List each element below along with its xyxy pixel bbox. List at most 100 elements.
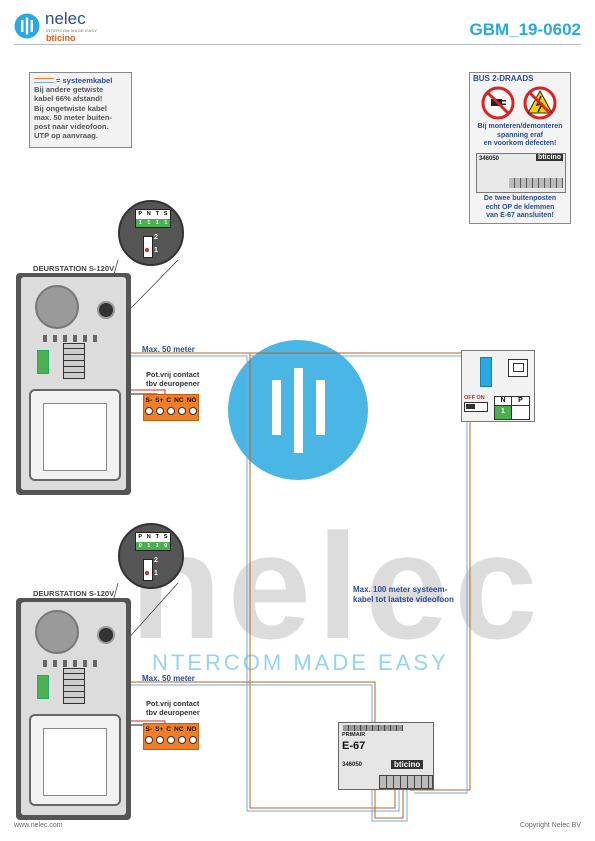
terminal-label: C — [166, 397, 172, 404]
monitor-connector — [480, 357, 492, 387]
monitor-off-on: OFF ON — [464, 395, 485, 401]
warning-icons — [481, 86, 557, 120]
screw-icon — [156, 736, 165, 744]
bus-module-model: 346050 — [479, 156, 500, 162]
cable-legend-icon — [34, 78, 54, 84]
terminal-label: S- — [145, 397, 153, 404]
note-line: Bij ongetwiste kabel — [34, 103, 108, 113]
brand-logo: nelec INTERCOM MADE EASY bticino — [14, 9, 124, 45]
jumper-dot-icon — [145, 571, 149, 575]
monitor-switch-icon — [464, 402, 488, 412]
contact-terminal-bottom: S- S+ C NC NO — [143, 723, 199, 750]
dip-header: S — [163, 534, 168, 540]
contact-screws — [144, 404, 198, 415]
footer-copyright: Copyright Nelec BV — [519, 822, 581, 829]
screw-icon — [177, 736, 186, 744]
connector-block — [63, 668, 85, 704]
station-bottom-title: DEURSTATION S-120V — [33, 589, 115, 598]
connector-block — [63, 343, 85, 379]
note-line: max. 50 meter buiten- — [34, 112, 113, 122]
station-bottom-panel — [21, 602, 126, 815]
connector-green — [37, 350, 49, 374]
camera-icon — [97, 301, 115, 319]
bus-advice-line: van E-67 aansluiten! — [486, 212, 554, 219]
station-top-contact: Pot.vrij contact tbv deuropener — [146, 370, 200, 388]
monitor-header: N — [495, 397, 512, 406]
note-line: UTP op aanvraag. — [34, 131, 99, 141]
station-top — [16, 273, 131, 495]
dip-value: 1 — [144, 541, 153, 550]
e67-module: PRIMAIR E-67 346050 bticino — [338, 722, 434, 790]
e67-top-terminals — [343, 725, 403, 731]
contact-screws — [144, 733, 198, 744]
contact-line: tbv deuropener — [146, 707, 200, 717]
contact-terminal-labels: S- S+ C NC NO — [144, 724, 198, 733]
screw-icon — [145, 407, 154, 415]
dip-header: T — [155, 534, 159, 540]
jumper-label: 2 — [154, 557, 158, 564]
note-line: post naar videofoon. — [34, 122, 109, 132]
brand-sub: bticino — [46, 33, 76, 43]
terminal-label: S+ — [155, 726, 164, 733]
e67-bottom-terminals — [379, 775, 433, 789]
terminal-label: NO — [186, 397, 197, 404]
screw-icon — [156, 407, 165, 415]
bus-module: 346050 bticino — [476, 153, 566, 193]
dip-header: N — [146, 534, 151, 540]
jumper-pins-top — [143, 236, 153, 258]
terminal-label: NC — [174, 726, 184, 733]
e67-primary-label: PRIMAIR — [342, 732, 366, 738]
contact-line: Pot.vrij contact — [146, 699, 200, 708]
header-divider — [14, 44, 581, 45]
screw-icon — [177, 407, 186, 415]
terminal-strip — [43, 335, 103, 342]
speaker-icon — [35, 610, 79, 654]
dip-header: P — [138, 211, 143, 217]
dip-switch-bottom: P N T S 0 1 1 0 — [135, 532, 171, 551]
note-line: Bij andere getwiste — [34, 85, 104, 95]
dip-header: P — [138, 534, 143, 540]
contact-terminal-labels: S- S+ C NC NO — [144, 395, 198, 404]
dip-value: 1 — [136, 218, 145, 227]
nelec-logo-icon — [14, 13, 40, 39]
dip-header: S — [163, 211, 168, 217]
e67-model: 346050 — [342, 762, 363, 768]
cable-top-to-monitor — [82, 352, 471, 812]
bus-warning-line: en voorkom defecten! — [483, 140, 557, 147]
jumper-dot-icon — [145, 248, 149, 252]
note-legend: = systeemkabel — [34, 76, 127, 85]
note-line: kabel 66% afstand! — [34, 94, 103, 104]
brand-tagline: INTERCOM MADE EASY — [46, 28, 98, 33]
camera-icon — [97, 626, 115, 644]
bus-warning-line: spanning eraf — [497, 131, 543, 139]
cable-bottom-to-e67 — [82, 681, 408, 822]
terminal-strip — [43, 660, 103, 667]
jumper-label: 2 — [154, 234, 158, 241]
dip-value: 0 — [136, 541, 145, 550]
terminal-label: C — [166, 726, 172, 733]
doc-code: GBM_19-0602 — [469, 20, 581, 39]
brand-name: nelec — [45, 9, 86, 28]
monitor-config: N P 1 — [494, 396, 530, 420]
terminal-label: S- — [145, 726, 153, 733]
system-cable-line: Max. 100 meter systeem- — [353, 585, 448, 594]
bus-warning: Bij monteren/demonteren spanning eraf en… — [470, 123, 570, 149]
speaker-icon — [35, 285, 79, 329]
e67-brand: bticino — [391, 760, 424, 769]
monitor-unit: OFF ON N P 1 — [461, 350, 535, 422]
screw-icon — [145, 736, 154, 744]
dip-value: 1 — [161, 218, 170, 227]
bus-advice-line: echt OP de klemmen — [485, 203, 555, 211]
system-cable-line: kabel tot laatste videofoon — [353, 595, 454, 604]
monitor-value: 1 — [495, 406, 512, 419]
dip-value: 1 — [153, 218, 162, 227]
dip-value: 1 — [153, 541, 162, 550]
footer-website[interactable]: www.nelec.com — [14, 822, 63, 829]
e67-name: E-67 — [342, 740, 366, 752]
terminal-label: NC — [174, 397, 184, 404]
monitor-header: P — [512, 397, 529, 406]
bus-module-brand: bticino — [536, 154, 563, 161]
bus-warning-line: Bij monteren/demonteren — [477, 123, 563, 130]
note-legend-text: = systeemkabel — [56, 76, 113, 85]
bus-advice-line: De twee buitenposten — [483, 195, 557, 202]
